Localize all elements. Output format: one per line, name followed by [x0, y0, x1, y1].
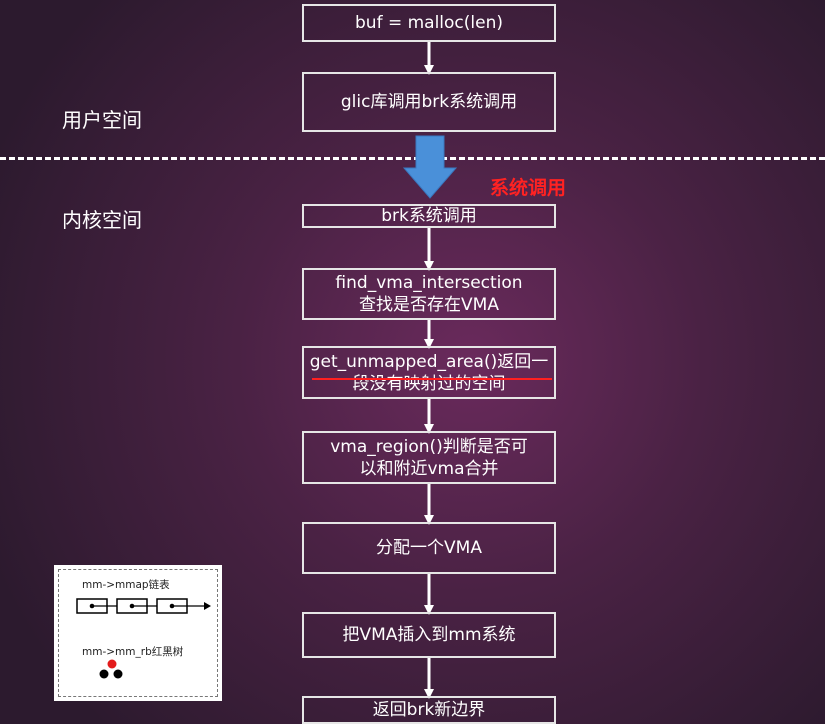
- get-unmapped-line2: 段没有映射过的空间: [352, 373, 506, 394]
- vma-region-line1: vma_region()判断是否可: [330, 436, 528, 457]
- brk-syscall-box: brk系统调用: [302, 204, 556, 228]
- vma-region-box: vma_region()判断是否可 以和附近vma合并: [302, 431, 556, 484]
- rb-tree-icon: [99, 659, 123, 679]
- insert-vma-text: 把VMA插入到mm系统: [342, 625, 516, 645]
- user-space-label: 用户空间: [62, 108, 142, 132]
- brk-syscall-text: brk系统调用: [381, 206, 477, 226]
- get-unmapped-line1: get_unmapped_area()返回一: [309, 351, 549, 372]
- allocate-vma-text: 分配一个VMA: [376, 538, 482, 558]
- user-kernel-divider: [0, 157, 825, 160]
- malloc-box: buf = malloc(len): [302, 4, 556, 42]
- return-brk-text: 返回brk新边界: [372, 700, 486, 720]
- find-vma-line1: find_vma_intersection: [335, 273, 523, 293]
- insert-vma-box: 把VMA插入到mm系统: [302, 612, 556, 658]
- linked-list-icon: [76, 598, 211, 614]
- return-brk-box: 返回brk新边界: [302, 696, 556, 724]
- allocate-vma-box: 分配一个VMA: [302, 522, 556, 574]
- legend-list-label: mm->mmap链表: [82, 579, 170, 591]
- get-unmapped-box: get_unmapped_area()返回一 段没有映射过的空间: [302, 346, 556, 399]
- find-vma-box: find_vma_intersection 查找是否存在VMA: [302, 268, 556, 320]
- glibc-text: glic库调用brk系统调用: [340, 92, 518, 112]
- highlight-underline: [312, 378, 552, 380]
- malloc-text: buf = malloc(len): [355, 13, 503, 33]
- legend-border: [58, 569, 218, 697]
- syscall-label: 系统调用: [490, 177, 567, 199]
- kernel-space-label: 内核空间: [62, 208, 142, 232]
- vma-region-line2: 以和附近vma合并: [359, 458, 499, 479]
- legend-tree-label: mm->mm_rb红黑树: [82, 646, 184, 658]
- find-vma-line2: 查找是否存在VMA: [359, 295, 499, 315]
- legend-panel: mm->mmap链表 mm->mm_rb红黑树: [54, 565, 222, 701]
- glibc-box: glic库调用brk系统调用: [302, 72, 556, 132]
- syscall-big-arrow-icon: [402, 135, 458, 199]
